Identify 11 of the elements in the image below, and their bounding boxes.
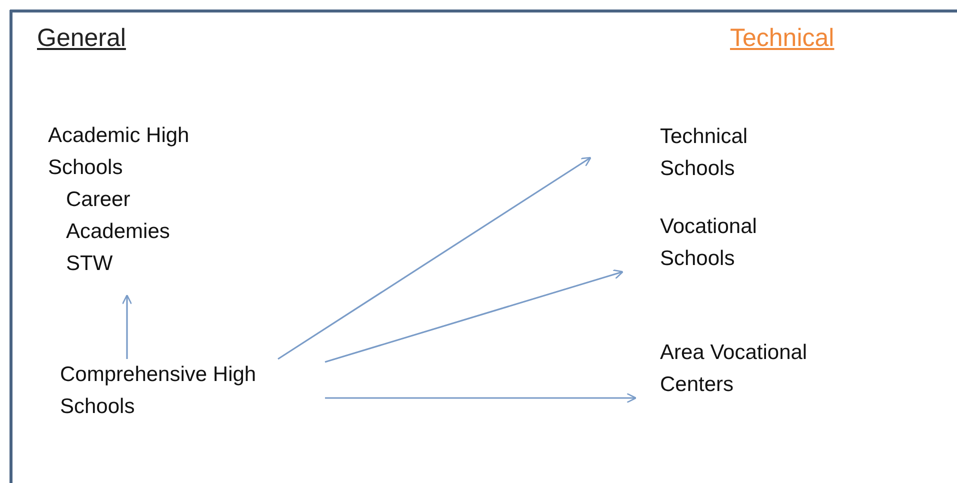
node-label: Vocational Schools <box>660 214 758 272</box>
arrow <box>122 294 132 359</box>
arrow <box>278 156 592 360</box>
column-heading: General <box>37 24 126 53</box>
arrow <box>324 269 624 363</box>
column-heading: Technical <box>730 24 834 53</box>
node-label: Technical Schools <box>660 124 749 182</box>
node-label: Academic High Schools <box>48 123 190 181</box>
node-label: Comprehensive High Schools <box>60 362 258 420</box>
node-label: Area Vocational Centers <box>660 340 808 398</box>
arrow <box>325 392 637 404</box>
